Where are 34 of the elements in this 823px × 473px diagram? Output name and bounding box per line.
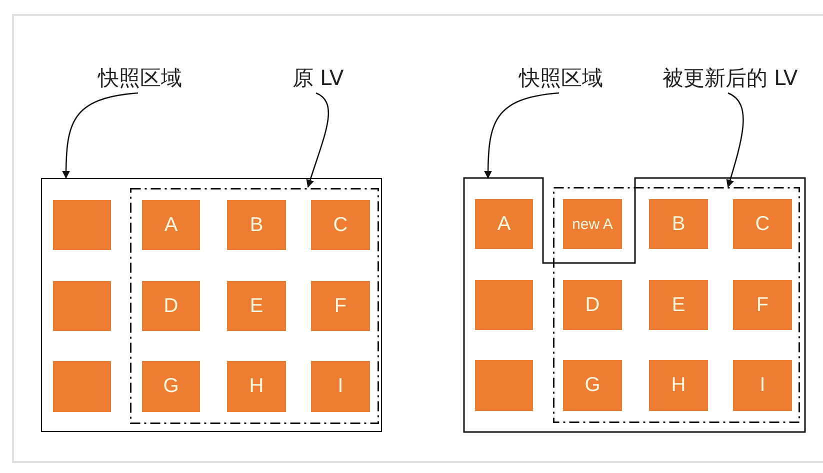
curved-arrow xyxy=(62,92,138,179)
data-block: B xyxy=(649,199,708,249)
curved-arrow xyxy=(306,92,329,188)
data-block: F xyxy=(311,281,370,331)
data-block xyxy=(475,360,533,411)
data-block xyxy=(53,281,111,331)
curved-arrow xyxy=(484,92,560,179)
data-block: G xyxy=(563,360,622,411)
data-block: D xyxy=(142,281,200,331)
outline-box xyxy=(41,178,382,432)
data-block: C xyxy=(311,200,370,250)
data-block: new A xyxy=(563,199,622,249)
data-block: D xyxy=(563,280,622,330)
data-block xyxy=(53,361,111,412)
data-block: F xyxy=(733,280,792,330)
data-block: E xyxy=(227,281,286,331)
data-block: H xyxy=(649,360,708,411)
data-block xyxy=(475,280,533,330)
data-block: C xyxy=(733,199,792,249)
callout-label: 被更新后的 LV xyxy=(660,64,800,92)
data-block: B xyxy=(227,200,286,250)
data-block: H xyxy=(227,361,286,412)
data-block: E xyxy=(649,280,708,330)
data-block: I xyxy=(733,360,792,411)
callout-label: 快照区域 xyxy=(85,64,195,92)
data-block: A xyxy=(475,199,533,249)
dash-dot-outline xyxy=(130,188,379,424)
curved-arrow xyxy=(726,92,744,188)
data-block: I xyxy=(311,361,370,412)
callout-label: 原 LV xyxy=(268,64,368,92)
data-block: G xyxy=(142,361,200,412)
data-block: A xyxy=(142,200,200,250)
data-block xyxy=(53,200,111,250)
callout-label: 快照区域 xyxy=(506,64,616,92)
